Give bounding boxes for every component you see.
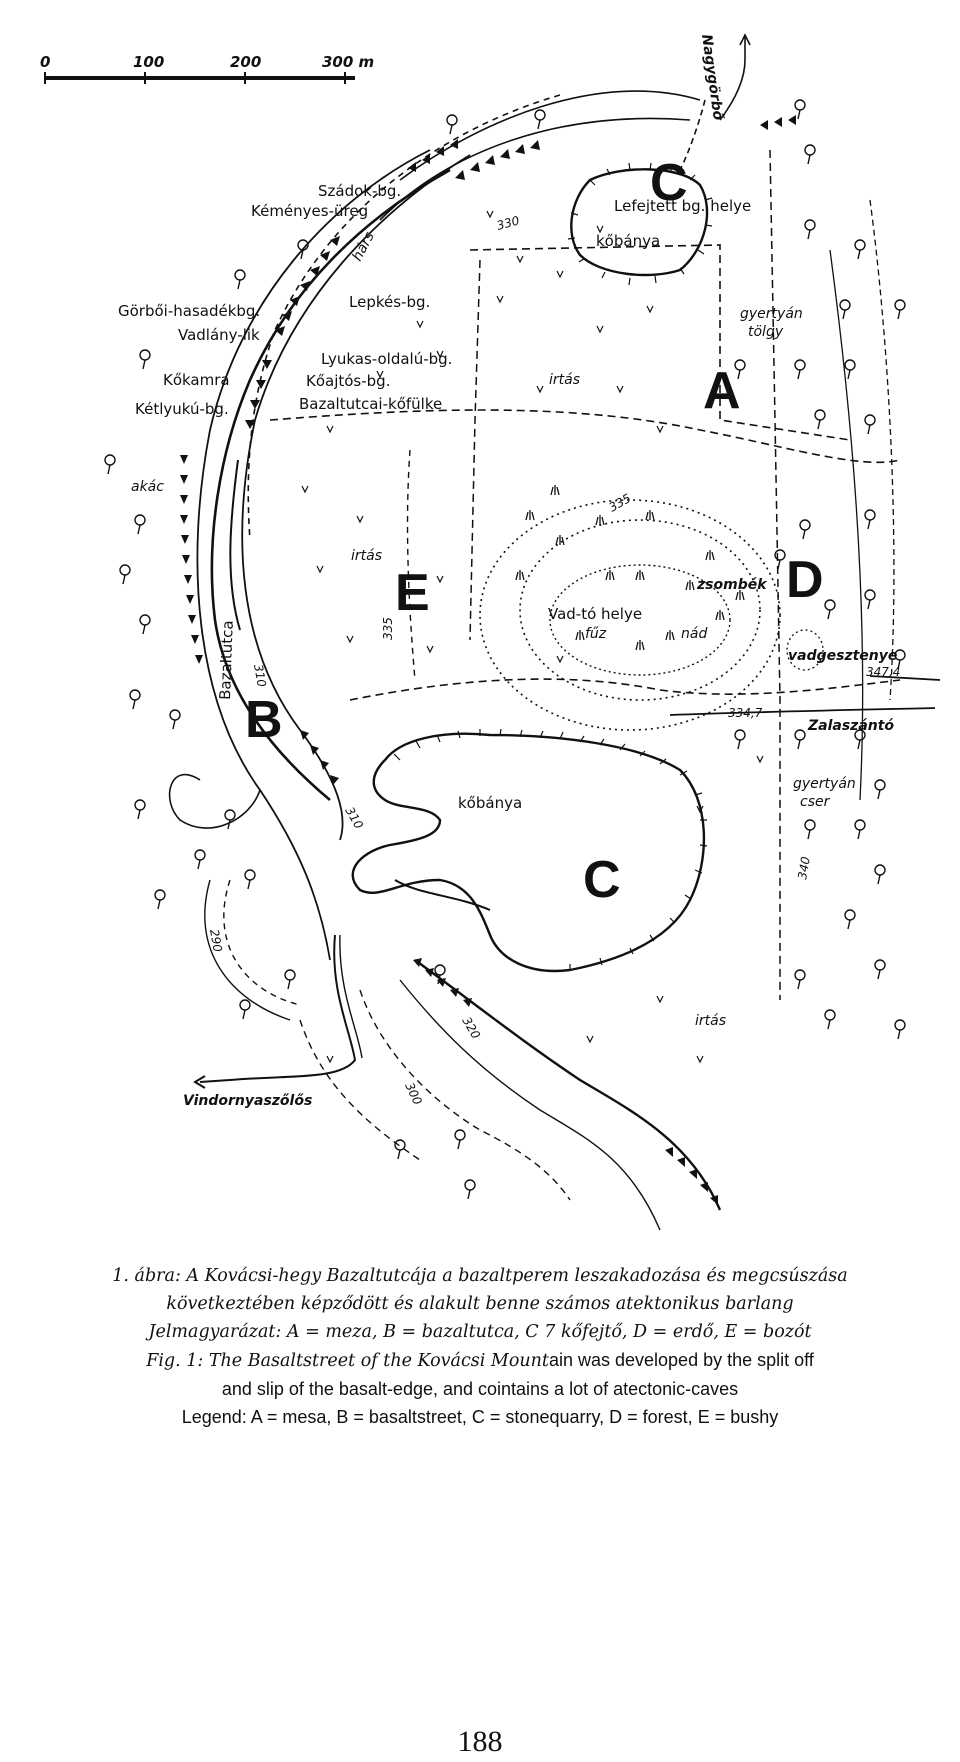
zone-letter-b: B	[245, 691, 283, 749]
veg-label-vadgesztenye: vadgesztenye	[788, 648, 897, 664]
contour-label: 335	[607, 491, 634, 515]
veg-label-akac: akác	[131, 479, 164, 495]
veg-label-irtas: irtás	[549, 372, 580, 388]
cave-label: Vadlány-lik	[178, 326, 260, 344]
escarpment-symbols	[180, 115, 796, 1205]
contour-label: 290	[207, 928, 225, 953]
cave-label: Lyukas-oldalú-bg.	[321, 350, 452, 368]
caption-hungarian: 1. ábra: A Kovácsi-hegy Bazaltutcája a b…	[40, 1262, 920, 1346]
page-number: 188	[457, 1725, 503, 1758]
zone-letter-c-bottom: C	[583, 851, 621, 909]
contour-label: 320	[459, 1015, 483, 1042]
scale-bar: 0 100 200 300 m	[40, 53, 374, 84]
cave-label: Görbői-hasadékbg.	[118, 302, 260, 320]
caption-hu-line: 1. ábra: A Kovácsi-hegy Bazaltutcája a b…	[112, 1266, 848, 1286]
place-label-nagygorbo: Nagygörbő	[698, 33, 726, 121]
veg-label-tolgy: tölgy	[748, 324, 784, 340]
zone-letter-e: E	[395, 564, 430, 622]
place-label-lefejtett: Lefejtett bg. helye	[614, 197, 751, 215]
zone-letter-a: A	[703, 362, 741, 420]
place-label-kobanya-main: kőbánya	[458, 794, 522, 812]
cave-label: Kőkamra	[163, 371, 230, 389]
scale-label: 0	[40, 53, 50, 71]
place-label-zalaszanto: Zalaszántó	[807, 718, 894, 734]
zone-letter-c-top: C	[650, 154, 688, 212]
veg-label-gyertyan: gyertyán	[740, 306, 803, 322]
veg-label-nad: nád	[681, 626, 707, 642]
contour-label: 347,4	[866, 665, 900, 679]
cave-label: Szádok-bg.	[318, 182, 401, 200]
place-label-vad-to: Vad-tó helye	[548, 605, 642, 623]
caption-en-line: Fig. 1: The Basaltstreet of the Kovácsi …	[40, 1346, 920, 1375]
veg-label-hars: hárs	[349, 229, 377, 263]
scale-label: 100	[133, 53, 164, 71]
cave-label: Kőajtós-bg.	[306, 372, 390, 390]
veg-label-gyertyan: gyertyán	[793, 776, 856, 792]
quarry-hachures	[393, 162, 713, 971]
veg-label-irtas: irtás	[351, 548, 382, 564]
caption-en-rest: ain was developed by the split off	[548, 1350, 814, 1370]
caption-en-line: and slip of the basalt-edge, and cointai…	[221, 1379, 739, 1399]
cave-label: Bazaltutcai-kőfülke	[299, 395, 442, 413]
contour-label: 310	[342, 805, 366, 832]
place-label-kobanya-top: kőbánya	[596, 232, 660, 250]
cave-label: Kétlyukú-bg.	[135, 400, 229, 418]
contour-label: 334,7	[728, 706, 763, 720]
veg-label-zsombek: zsombék	[696, 577, 768, 593]
scale-label: 300 m	[322, 53, 374, 71]
geological-map: 0 100 200 300 m	[40, 33, 941, 1231]
contour-label: 335	[381, 617, 395, 640]
place-label-vindornyaszolos: Vindornyaszőlős	[183, 1093, 312, 1109]
caption-en-italic: Fig. 1: The Basaltstreet of the Kovácsi …	[146, 1351, 549, 1371]
caption-english: Fig. 1: The Basaltstreet of the Kovácsi …	[40, 1346, 920, 1431]
veg-label-fuz: fűz	[585, 626, 607, 642]
place-label-bazaltutca: Bazaltutca	[216, 620, 237, 700]
caption-en-line: Legend: A = mesa, B = basaltstreet, C = …	[181, 1407, 779, 1427]
zone-letter-d: D	[786, 551, 824, 609]
veg-label-cser: cser	[800, 794, 831, 810]
caption-hu-line: következtében képződött és alakult benne…	[166, 1294, 794, 1314]
scale-label: 200	[230, 53, 261, 71]
caption-hu-line: Jelmagyarázat: A = meza, B = bazaltutca,…	[148, 1322, 812, 1342]
veg-label-irtas: irtás	[695, 1013, 726, 1029]
contour-label: 340	[795, 855, 813, 880]
cave-label: Lepkés-bg.	[349, 293, 430, 311]
contour-label: 330	[495, 213, 521, 233]
cave-label: Kéményes-üreg	[251, 202, 368, 220]
contour-label: 310	[251, 663, 269, 688]
map-linework	[168, 33, 941, 1231]
